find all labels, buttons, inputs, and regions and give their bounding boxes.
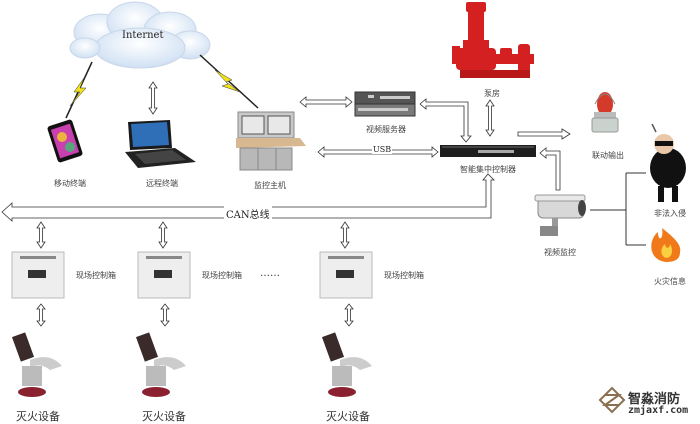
linkage-output-arrow [517, 128, 571, 140]
pump-room-label: 泵房 [484, 89, 500, 98]
mobile-terminal-label: 移动终端 [54, 179, 86, 188]
field-control-box-label: 现场控制箱 [202, 271, 242, 280]
field-control-box-label: 现场控制箱 [76, 271, 116, 280]
video-server-label: 视频服务器 [366, 125, 406, 134]
fire-info-label: 火灾信息 [654, 277, 686, 286]
field-control-box-icon [319, 251, 373, 299]
can-bus-arrow [1, 173, 495, 222]
field-control-box-icon [137, 251, 191, 299]
video-surveillance-label: 视频监控 [544, 248, 576, 257]
branch-connector [590, 172, 646, 246]
remote-terminal-label: 远程终端 [146, 179, 178, 188]
watermark-logo-icon [598, 386, 626, 414]
extinguishing-equipment-label: 灭火设备 [326, 410, 370, 423]
extinguishing-equipment-label: 灭火设备 [142, 410, 186, 423]
internet-label: Internet [122, 30, 164, 41]
fire-pump-icon [452, 2, 534, 78]
fire-icon [651, 228, 681, 262]
central-controller-label: 智能集中控制器 [460, 165, 516, 174]
double-arrow-icon [148, 81, 158, 115]
field-control-box-icon [11, 251, 65, 299]
watermark-name: 智淼消防 [628, 392, 681, 407]
linkage-output-label: 联动输出 [592, 151, 624, 160]
cctv-camera-icon [534, 194, 586, 236]
fire-monitor-icon [11, 332, 62, 397]
fire-monitor-icon [135, 332, 186, 397]
can-bus-label: CAN总线 [224, 206, 272, 221]
internet-cloud-icon [69, 1, 211, 69]
ellipsis-label: …… [260, 268, 280, 279]
double-arrow-icon [36, 221, 350, 249]
arrow-icon [539, 147, 561, 191]
central-controller-icon [440, 145, 536, 157]
video-server-icon [354, 91, 416, 117]
monitoring-console-icon [236, 111, 306, 171]
arrow-icon [419, 98, 472, 143]
wireless-link-icon [199, 54, 259, 109]
wireless-link-icon [65, 61, 93, 119]
double-arrow-icon [485, 99, 495, 137]
intrusion-label: 非法入侵 [654, 209, 686, 218]
field-control-box-label: 现场控制箱 [384, 271, 424, 280]
usb-label: USB [372, 145, 393, 154]
laptop-icon [125, 120, 196, 168]
fire-monitor-icon [321, 332, 372, 397]
monitoring-host-label: 监控主机 [254, 181, 286, 190]
double-arrow-icon [36, 303, 354, 327]
double-arrow-icon [299, 96, 353, 108]
alarm-beacon-icon [591, 92, 619, 133]
intruder-icon [650, 123, 686, 202]
extinguishing-equipment-label: 灭火设备 [16, 410, 60, 423]
watermark-url: zmjaxf.com [628, 405, 689, 416]
mobile-phone-icon [47, 119, 83, 163]
